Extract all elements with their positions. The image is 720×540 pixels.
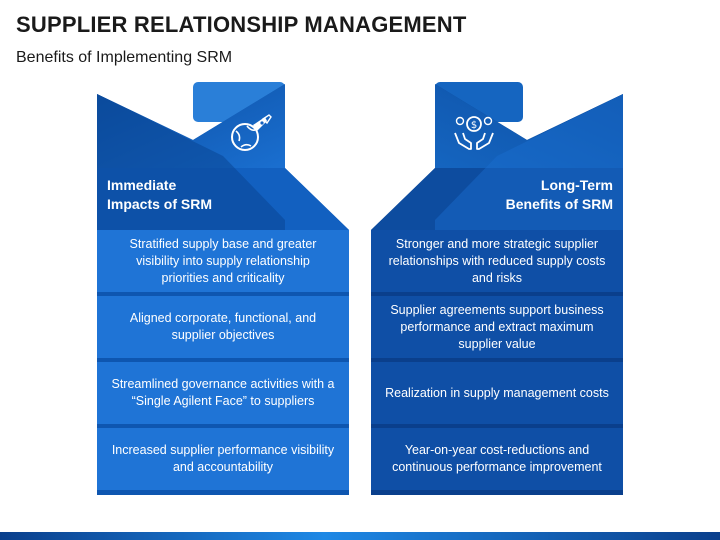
- bottom-accent-bar: [0, 532, 720, 540]
- left-item-4: Increased supplier performance visibilit…: [111, 443, 335, 474]
- left-panel: Immediate Impacts of SRM Stratified supp…: [97, 80, 349, 495]
- left-panel-background: [97, 82, 349, 495]
- globe-rocket-icon: [231, 114, 272, 151]
- right-item-1: Stronger and more strategic supplier rel…: [388, 236, 606, 285]
- page-subtitle: Benefits of Implementing SRM: [16, 49, 233, 66]
- hands-money-icon: $: [454, 116, 494, 150]
- right-panel-heading: Long-Term Benefits of SRM: [505, 177, 613, 212]
- right-item-4: Year-on-year cost-reductions and continu…: [392, 443, 602, 474]
- right-panel-background: [371, 82, 623, 495]
- right-item-3: Realization in supply management costs: [385, 385, 609, 400]
- right-panel: $ Long-Term Benefits of SRM Stronger and…: [371, 80, 623, 495]
- left-item-2: Aligned corporate, functional, and suppl…: [129, 311, 317, 342]
- page-title: SUPPLIER RELATIONSHIP MANAGEMENT: [16, 12, 467, 37]
- left-item-3: Streamlined governance activities with a…: [111, 377, 335, 408]
- left-panel-heading: Immediate Impacts of SRM: [107, 177, 213, 212]
- left-item-1: Stratified supply base and greater visib…: [129, 236, 317, 285]
- right-item-2: Supplier agreements support business per…: [390, 302, 604, 351]
- svg-text:$: $: [471, 120, 477, 131]
